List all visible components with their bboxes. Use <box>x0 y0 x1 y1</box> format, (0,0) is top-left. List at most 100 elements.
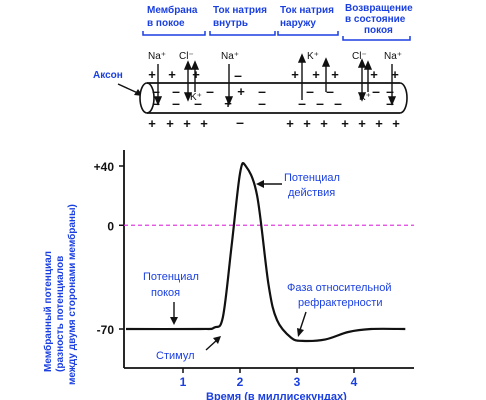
annotation-resting-arrowhead <box>170 317 178 325</box>
ion-na-influx: Na⁺ <box>221 51 239 62</box>
phase-rest-line1: Мембрана <box>147 4 198 16</box>
y-axis-label-line1: Мембранный потенциал <box>42 251 54 372</box>
plus-charge-outside-27: + <box>148 116 156 131</box>
annotation-resting-line2: покоя <box>151 287 180 299</box>
ion-k-return: K⁺ <box>359 92 371 103</box>
membrane-potential-chart: Мембранный потенциал (разность потенциал… <box>42 150 414 400</box>
arrow-k-rest-head <box>190 60 200 70</box>
annotation-action-line1: Потенциал <box>284 172 340 184</box>
phase-na-out-line1: Ток натрия <box>280 5 334 16</box>
annotation-stimulus: Стимул <box>156 350 195 362</box>
ion-cl-rest: Cl⁻ <box>179 51 194 62</box>
minus-charge-inside-15: – <box>326 83 334 99</box>
ion-na-return: Na⁺ <box>384 51 402 62</box>
ion-k-efflux: K⁺ <box>307 51 319 62</box>
plus-charge-outside-36: + <box>358 116 366 131</box>
minus-charge-inside-16: – <box>372 83 380 99</box>
plus-charge-outside-29: + <box>183 116 191 131</box>
arrow-na-rest-head <box>153 96 163 106</box>
plus-charge-outside-34: + <box>320 116 328 131</box>
x-tick-label-3: 4 <box>351 375 358 389</box>
annotation-refractory-arrowhead <box>297 328 304 337</box>
plus-charge-outside-4: + <box>312 67 320 82</box>
arrow-cl-rest-down-head <box>183 92 193 102</box>
axon-label: Аксон <box>93 70 123 81</box>
plus-charge-outside-7: + <box>391 67 399 82</box>
minus-charge-inside-26: – <box>386 95 394 111</box>
minus-charge-inside-19: – <box>172 95 180 111</box>
phase-return-line2: в состояние <box>345 14 406 25</box>
phase-headers: Мембрана в покое Ток натрия внутрь Ток н… <box>142 3 413 41</box>
annotation-refractory-line2: рефрактерности <box>298 297 382 309</box>
minus-charge-inside-25: – <box>334 95 342 111</box>
plus-charge-outside-5: + <box>331 67 339 82</box>
phase-na-out-bracket <box>277 31 339 36</box>
axon-cylinder <box>139 82 408 114</box>
plus-charge-outside-28: + <box>166 116 174 131</box>
plus-charge-outside-30: + <box>200 116 208 131</box>
minus-charge-inside-18: – <box>152 95 160 111</box>
plus-charge-outside-2: + <box>192 67 200 82</box>
arrow-cl-rest-up-head <box>183 60 193 70</box>
minus-charge-inside-22: – <box>258 95 266 111</box>
plus-charge-outside-3: + <box>291 67 299 82</box>
phase-return-bracket <box>342 36 411 41</box>
y-axis-label-line3: между двумя сторонами мембраны) <box>66 204 78 385</box>
arrow-cl-return-up-head <box>357 58 367 68</box>
phase-na-in-bracket <box>209 31 276 36</box>
y-axis-label-line2: (разность потенциалов <box>55 256 66 372</box>
plus-charge-outside-35: + <box>341 116 349 131</box>
annotation-resting-line1: Потенциал <box>143 271 199 283</box>
minus-charge-inside-17: – <box>386 83 394 99</box>
y-tick-label-0: +40 <box>94 160 115 174</box>
plus-charge-outside-33: + <box>303 116 311 131</box>
minus-charge-outside-depol-31: – <box>236 114 244 130</box>
minus-charge-inside-14: – <box>306 83 314 99</box>
arrow-k-efflux-2-head <box>321 57 331 67</box>
plus-charge-outside-1: + <box>168 67 176 82</box>
minus-charge-inside-11: – <box>206 83 214 99</box>
ion-labels: Na⁺ Cl⁻ K⁺ Na⁺ K⁺ Cl⁻ Na⁺ K⁺ <box>148 51 402 103</box>
minus-charge-inside-23: – <box>298 95 306 111</box>
y-ticks: +40 0 -70 <box>94 160 124 337</box>
minus-charge-inside-20: – <box>194 95 202 111</box>
plus-charge-outside-38: + <box>392 116 400 131</box>
arrow-k-efflux-1-head <box>297 53 307 63</box>
annotation-refractory-line1: Фаза относительной <box>287 282 391 294</box>
annotation-stimulus-arrowhead <box>213 336 221 344</box>
plus-charge-inside-depol-21: + <box>224 96 232 111</box>
annotation-action-line2: действия <box>288 187 335 199</box>
phase-rest-line2: в покое <box>147 18 185 29</box>
ion-cl-return: Cl⁻ <box>352 51 367 62</box>
y-tick-label-2: -70 <box>97 323 115 337</box>
plus-charge-inside-depol-12: + <box>237 84 245 99</box>
membrane-potential-curve <box>125 162 406 343</box>
arrow-na-return-head <box>387 96 397 106</box>
annotation-stimulus-arrow <box>205 339 218 351</box>
phase-rest-bracket <box>142 31 206 36</box>
annotation-action-arrowhead <box>256 180 264 188</box>
phase-return-line1: Возвращение <box>345 3 413 14</box>
minus-charge-inside-13: – <box>258 83 266 99</box>
plus-charge-outside-32: + <box>286 116 294 131</box>
phase-na-in-line2: внутрь <box>213 18 248 29</box>
axon-right-end <box>399 82 408 114</box>
x-axis-label: Время (в миллисекундах) <box>206 391 347 400</box>
y-tick-label-1: 0 <box>107 219 114 233</box>
minus-charge-inside-10: – <box>172 83 180 99</box>
phase-return-line3: покоя <box>364 25 393 36</box>
plus-charge-outside-6: + <box>370 67 378 82</box>
arrow-k-return-head <box>363 60 373 70</box>
x-tick-label-0: 1 <box>180 375 187 389</box>
plus-charge-outside-37: + <box>375 116 383 131</box>
minus-charge-outside-depol-8: – <box>234 67 242 83</box>
phase-na-out-line2: наружу <box>280 18 316 29</box>
ion-na-rest: Na⁺ <box>148 51 166 62</box>
ion-arrows <box>153 53 397 106</box>
x-tick-label-1: 2 <box>237 375 244 389</box>
minus-charge-inside-24: – <box>316 95 324 111</box>
minus-charge-inside-9: – <box>152 83 160 99</box>
arrow-cl-return-down-head <box>357 92 367 102</box>
